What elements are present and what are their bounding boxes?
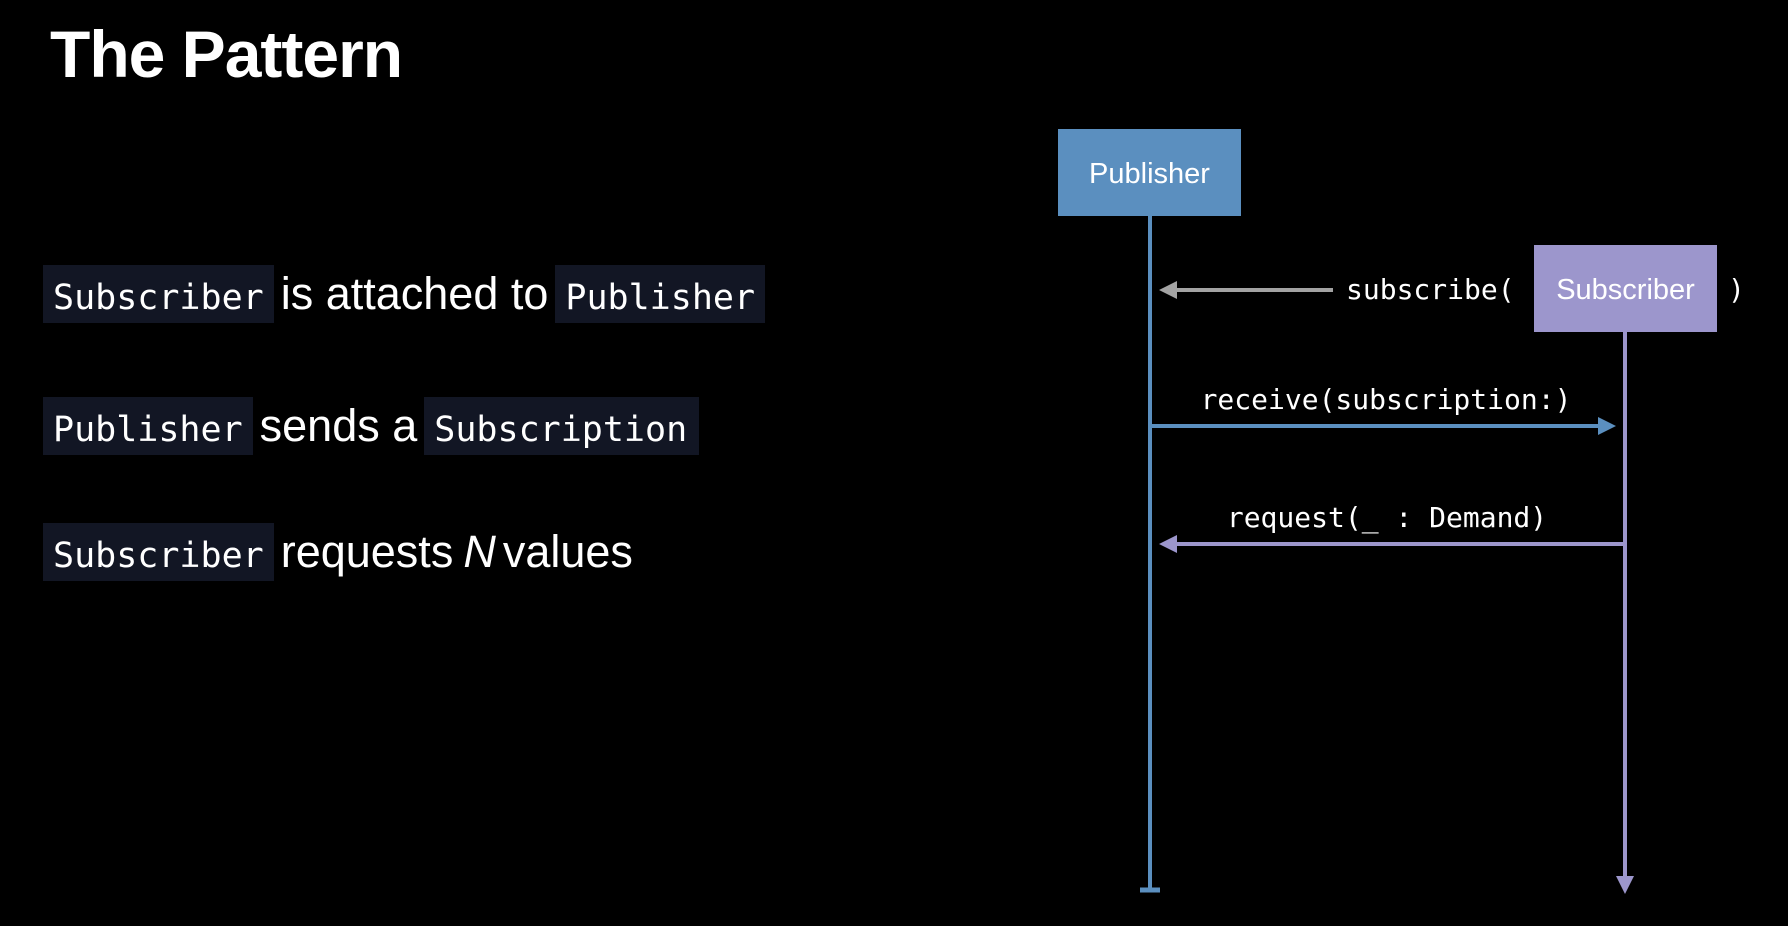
step-text: sends a [259,400,418,451]
step-subscriber-attached: Subscriber is attached to Publisher [43,265,766,323]
subscribe-arrowhead [1159,281,1177,299]
step-subscriber-requests: Subscriber requests N values [43,523,640,581]
publisher-box [1058,129,1241,216]
step-italic-n: N [463,526,496,577]
step-text: is attached to [280,268,549,319]
subscriber-box [1534,245,1717,332]
code-subscriber: Subscriber [43,265,274,323]
publisher-box-label: Publisher [1089,158,1210,190]
code-publisher: Publisher [43,397,253,455]
code-publisher: Publisher [555,265,766,323]
receive-subscription-label: receive(subscription:) [1201,383,1572,416]
subscribe-close-label: ) [1728,273,1745,306]
subscriber-box-label: Subscriber [1556,274,1695,306]
step-text: values [502,526,633,577]
code-subscriber: Subscriber [43,523,274,581]
subscriber-lifeline-arrowhead [1616,876,1634,894]
request-demand-arrowhead [1159,535,1177,553]
page-title: The Pattern [50,17,403,91]
code-subscription: Subscription [424,397,700,455]
request-demand-label: request(_ : Demand) [1227,501,1547,535]
step-text: requests [280,526,454,577]
subscribe-open-label: subscribe( [1346,273,1515,306]
receive-subscription-arrowhead [1598,417,1616,435]
step-publisher-sends: Publisher sends a Subscription [43,397,700,455]
